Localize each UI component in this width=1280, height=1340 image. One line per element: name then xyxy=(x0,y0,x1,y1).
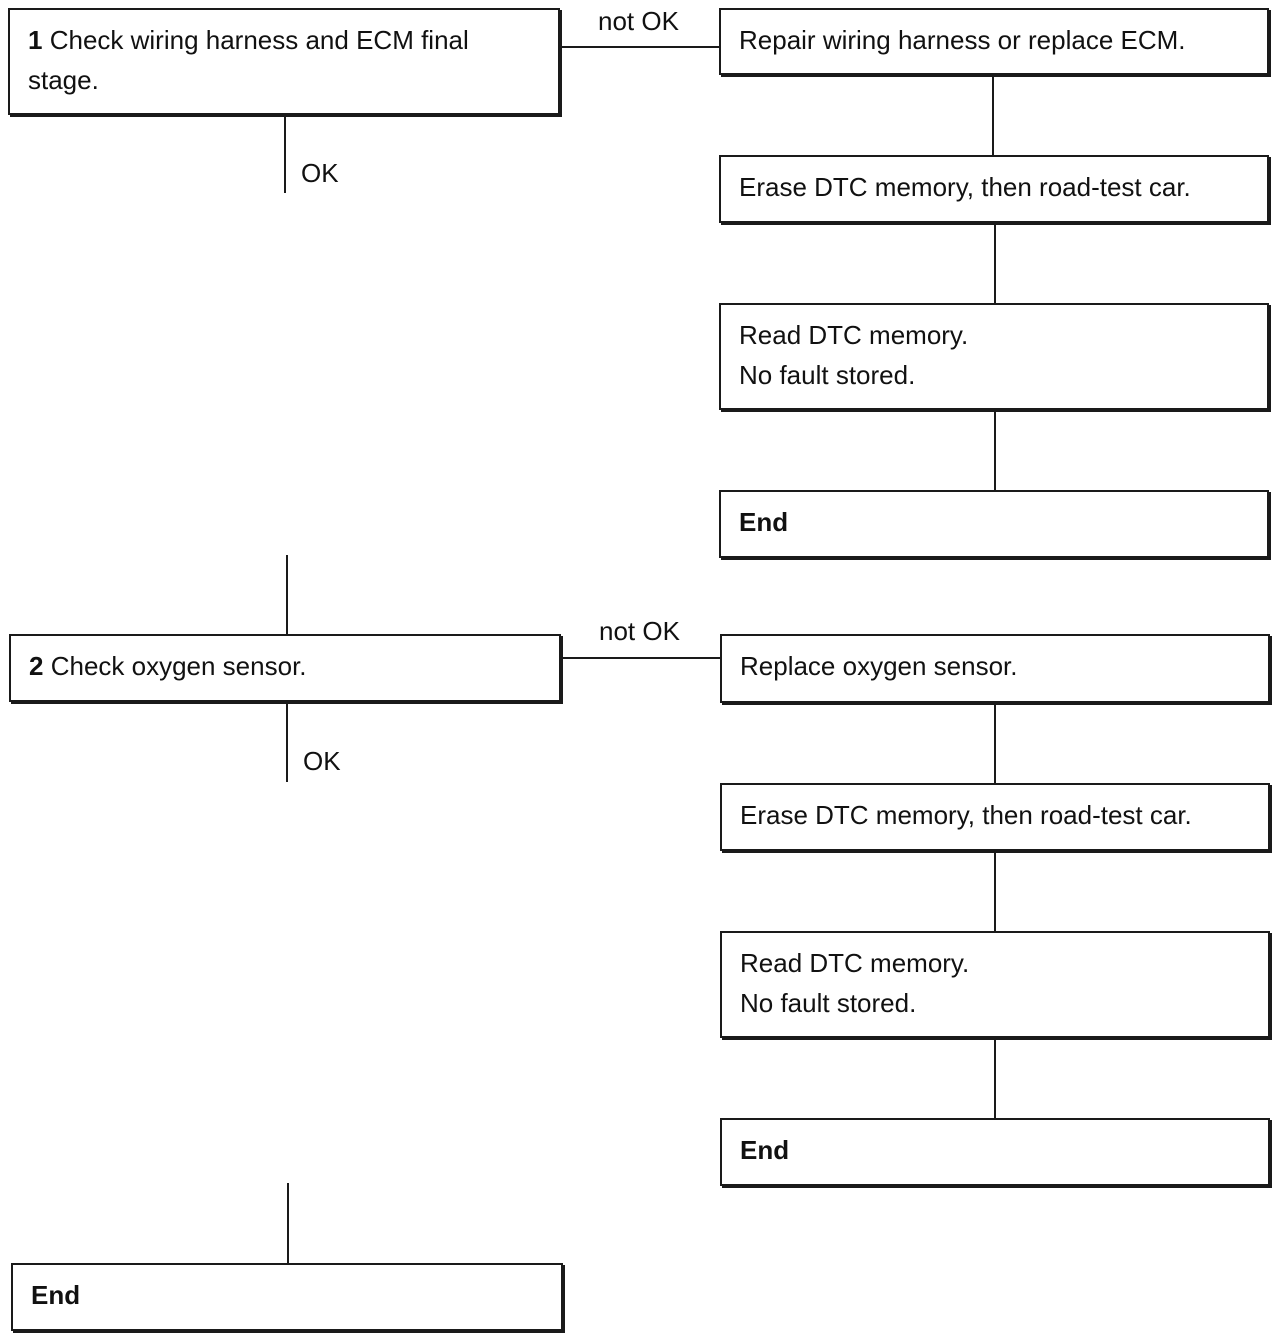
step2-ok-connector xyxy=(286,702,288,782)
step1-end-box: End xyxy=(719,490,1269,558)
step1-ok-label: OK xyxy=(301,158,339,188)
step2-replace-text: Replace oxygen sensor. xyxy=(740,651,1018,681)
step2-end-box: End xyxy=(720,1118,1270,1186)
step1-read-line2: No fault stored. xyxy=(739,360,916,390)
step1-branch-connector-1 xyxy=(992,75,994,155)
step2-not-ok-connector xyxy=(561,657,720,659)
step2-read-box: Read DTC memory. No fault stored. xyxy=(720,931,1270,1038)
step2-read-line1: Read DTC memory. xyxy=(740,948,970,978)
step2-branch-connector-3 xyxy=(994,1038,996,1118)
step2-erase-box: Erase DTC memory, then road-test car. xyxy=(720,783,1270,851)
step1-ok-connector xyxy=(284,115,286,193)
step1-repair-box: Repair wiring harness or replace ECM. xyxy=(719,8,1269,75)
step2-number: 2 xyxy=(29,651,44,681)
step1-box: 1 Check wiring harness and ECM final sta… xyxy=(8,8,560,115)
step1-not-ok-connector xyxy=(560,46,719,48)
step1-not-ok-label: not OK xyxy=(598,6,679,36)
step1-erase-text: Erase DTC memory, then road-test car. xyxy=(739,172,1191,202)
step1-read-line1: Read DTC memory. xyxy=(739,320,969,350)
final-end-box: End xyxy=(11,1263,563,1331)
step2-text: Check oxygen sensor. xyxy=(50,651,307,681)
step2-end-text: End xyxy=(740,1135,790,1165)
step2-read-line2: No fault stored. xyxy=(740,988,917,1018)
final-end-text: End xyxy=(31,1280,81,1310)
step2-branch-connector-2 xyxy=(994,851,996,931)
step2-erase-text: Erase DTC memory, then road-test car. xyxy=(740,800,1192,830)
step1-branch-connector-2 xyxy=(994,223,996,303)
step2-incoming-connector xyxy=(286,555,288,634)
step1-text-line1: Check wiring harness and ECM final xyxy=(49,25,469,55)
step2-not-ok-label: not OK xyxy=(599,616,680,646)
step1-number: 1 xyxy=(28,25,43,55)
step2-replace-box: Replace oxygen sensor. xyxy=(720,634,1270,703)
step1-erase-box: Erase DTC memory, then road-test car. xyxy=(719,155,1269,223)
step2-box: 2 Check oxygen sensor. xyxy=(9,634,561,702)
step1-branch-connector-3 xyxy=(994,410,996,490)
step2-branch-connector-1 xyxy=(994,703,996,783)
step2-ok-label: OK xyxy=(303,746,341,776)
final-incoming-connector xyxy=(287,1183,289,1263)
step1-text-line2: stage. xyxy=(28,65,99,95)
step1-read-box: Read DTC memory. No fault stored. xyxy=(719,303,1269,410)
step1-repair-text: Repair wiring harness or replace ECM. xyxy=(739,25,1186,55)
step1-end-text: End xyxy=(739,507,789,537)
